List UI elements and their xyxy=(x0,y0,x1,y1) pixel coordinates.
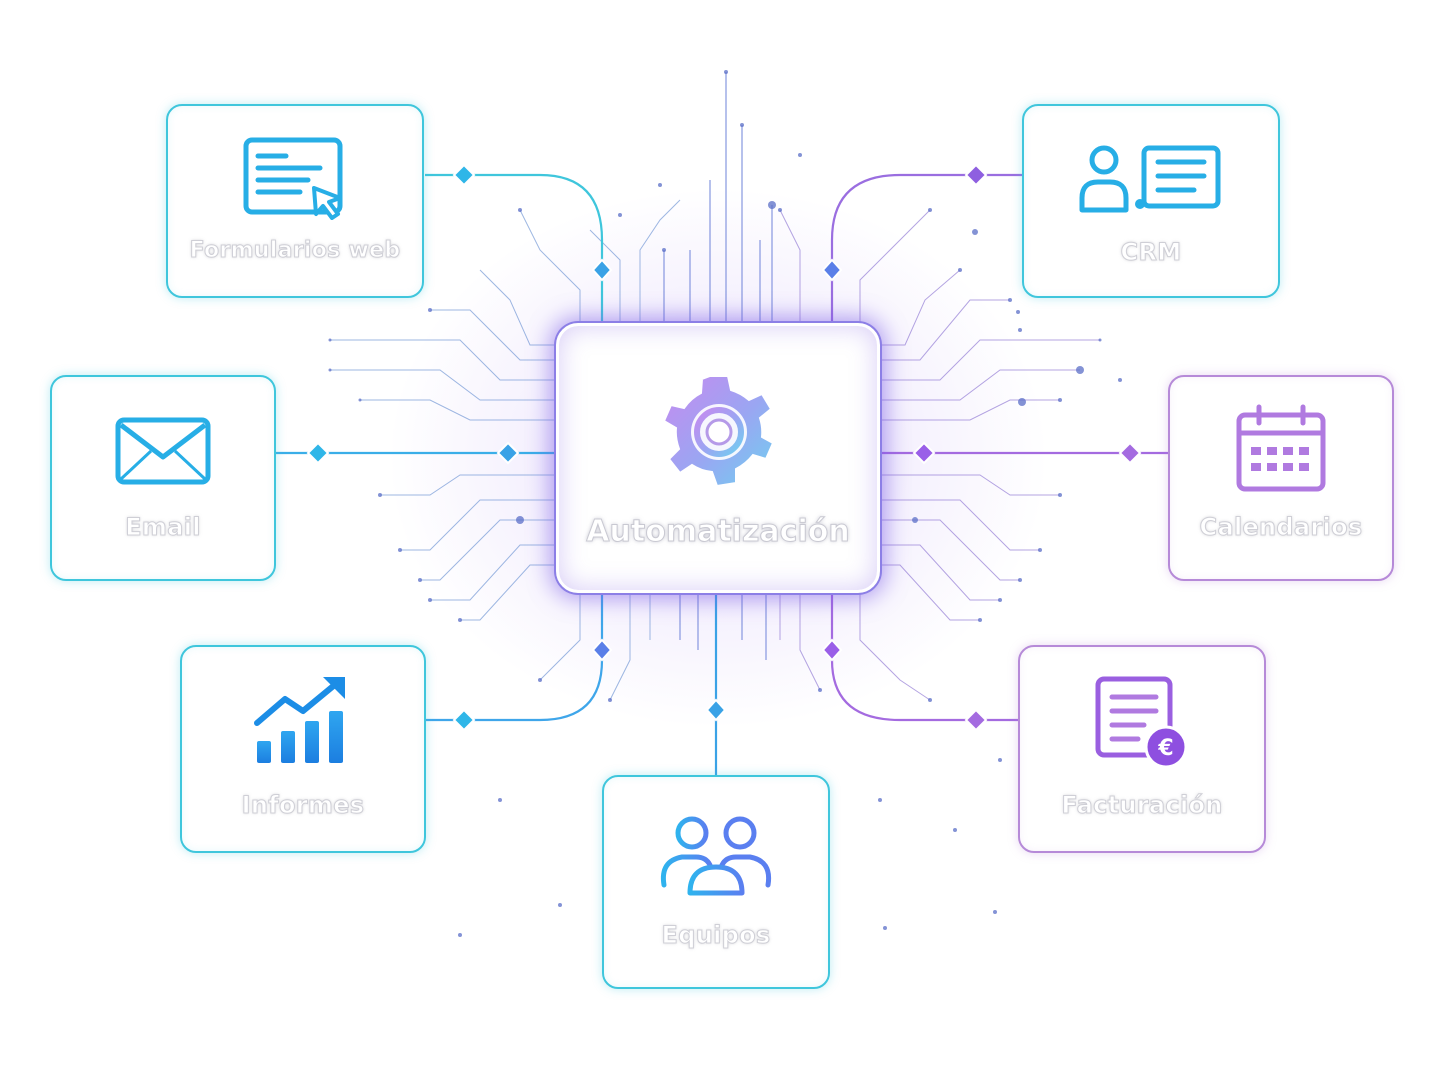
junction-markers xyxy=(306,163,1142,732)
circuit-dots xyxy=(328,70,1122,937)
node-label: Facturación xyxy=(1061,791,1223,820)
circuit-traces-left xyxy=(330,199,681,701)
wire-crm xyxy=(830,173,1022,323)
web-form-icon xyxy=(243,137,343,220)
wire-informes xyxy=(425,593,604,722)
circuit-spikes xyxy=(663,72,773,660)
calendar-icon xyxy=(1236,404,1326,492)
invoice-euro-icon: € xyxy=(1095,676,1188,769)
node-formularios-web: Formularios web xyxy=(166,104,424,298)
node-email: Email xyxy=(50,375,276,581)
node-label: Email xyxy=(125,513,201,542)
node-label: Informes xyxy=(241,791,365,820)
crm-contacts-icon xyxy=(1079,145,1221,213)
node-label: Equipos xyxy=(661,921,771,950)
node-equipos: Equipos xyxy=(602,775,830,989)
node-facturacion: € Facturación xyxy=(1018,645,1266,853)
automation-hub: Automatización xyxy=(556,323,880,593)
node-calendarios: Calendarios xyxy=(1168,375,1394,581)
trending-bar-chart-icon xyxy=(254,677,345,763)
node-label: Calendarios xyxy=(1199,513,1363,542)
gear-icon xyxy=(662,375,775,488)
envelope-icon xyxy=(115,417,211,485)
node-crm: CRM xyxy=(1022,104,1280,298)
wire-facturacion xyxy=(830,593,1018,722)
hub-label: Automatización xyxy=(586,514,850,550)
node-label: Formularios web xyxy=(189,238,401,264)
node-label: CRM xyxy=(1120,238,1182,267)
circuit-traces-right xyxy=(779,209,1100,701)
svg-text:€: € xyxy=(1157,736,1173,761)
wire-formularios xyxy=(425,173,604,323)
node-informes: Informes xyxy=(180,645,426,853)
team-users-icon xyxy=(660,816,772,896)
